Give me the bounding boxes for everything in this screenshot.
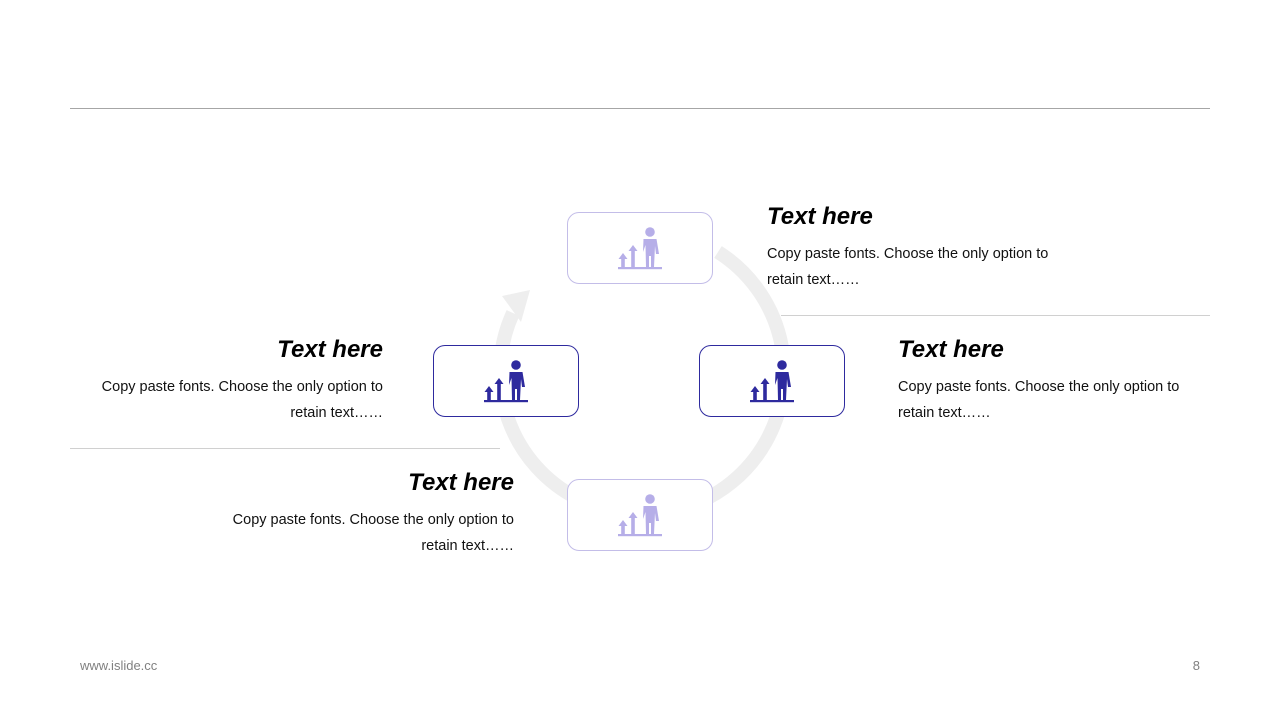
- text-block-top: Text here Copy paste fonts. Choose the o…: [767, 203, 1067, 293]
- block-body-line: retain text……: [290, 405, 383, 421]
- left-divider: [70, 448, 500, 449]
- top-divider: [70, 108, 1210, 109]
- page-number: 8: [1192, 658, 1200, 673]
- block-heading: Text here: [277, 336, 383, 363]
- cycle-node-top: [567, 212, 713, 284]
- growth-chart-person-icon: [617, 225, 663, 271]
- block-body: Copy paste fonts. Choose the only option…: [898, 374, 1198, 426]
- block-body-line: Copy paste fonts. Choose the only option…: [898, 379, 1180, 395]
- block-body: Copy paste fonts. Choose the only option…: [83, 374, 383, 426]
- footer-website: www.islide.cc: [80, 658, 158, 673]
- right-divider: [781, 315, 1210, 316]
- cycle-node-bottom: [567, 479, 713, 551]
- block-body-line: retain text……: [898, 405, 991, 421]
- growth-chart-person-icon: [617, 492, 663, 538]
- text-block-bottom: Text here Copy paste fonts. Choose the o…: [214, 469, 514, 559]
- block-heading: Text here: [767, 203, 873, 230]
- cycle-node-left: [433, 345, 579, 417]
- block-heading: Text here: [408, 469, 514, 496]
- block-heading: Text here: [898, 336, 1004, 363]
- block-body-line: Copy paste fonts. Choose the only option…: [767, 246, 1049, 262]
- cycle-arrowhead: [502, 290, 530, 322]
- text-block-right: Text here Copy paste fonts. Choose the o…: [898, 336, 1198, 426]
- block-body-line: retain text……: [767, 272, 860, 288]
- block-body: Copy paste fonts. Choose the only option…: [214, 507, 514, 559]
- block-body: Copy paste fonts. Choose the only option…: [767, 241, 1067, 293]
- block-body-line: Copy paste fonts. Choose the only option…: [232, 512, 514, 528]
- block-body-line: retain text……: [421, 538, 514, 554]
- text-block-left: Text here Copy paste fonts. Choose the o…: [83, 336, 383, 426]
- block-body-line: Copy paste fonts. Choose the only option…: [101, 379, 383, 395]
- growth-chart-person-icon: [749, 358, 795, 404]
- growth-chart-person-icon: [483, 358, 529, 404]
- cycle-node-right: [699, 345, 845, 417]
